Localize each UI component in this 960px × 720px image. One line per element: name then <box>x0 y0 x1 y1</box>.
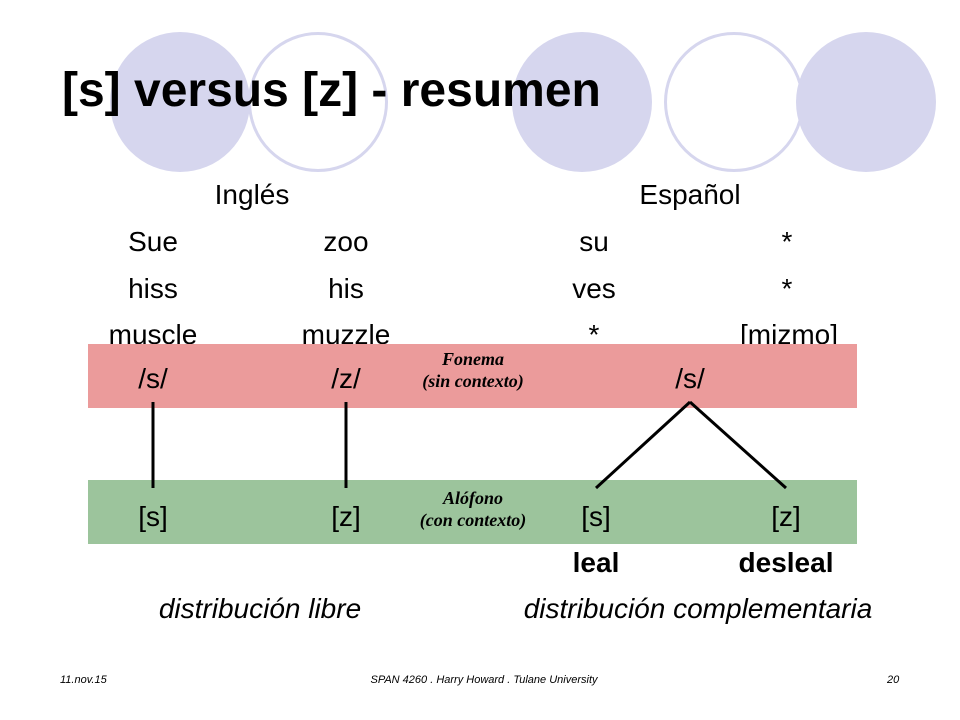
fonema-label: Fonema (sin contexto) <box>422 348 524 392</box>
decorative-circle <box>796 32 936 172</box>
phoneme-z-english: /z/ <box>331 363 361 394</box>
fonema-label-line1: Fonema <box>441 349 504 369</box>
alofono-label-line1: Alófono <box>442 488 504 508</box>
alofono-label: Alófono (con contexto) <box>420 487 526 531</box>
fonema-label-line2: (sin contexto) <box>422 371 524 391</box>
word-cell: * <box>781 273 793 304</box>
header-ingles: Inglés <box>214 179 290 210</box>
footer-page-number: 20 <box>887 674 900 686</box>
allophone-s-english: [s] <box>138 501 168 532</box>
phoneme-s-english: /s/ <box>138 363 168 394</box>
connector-s-spanish-left <box>594 400 692 490</box>
decorative-circle <box>512 32 652 172</box>
decorative-circle <box>110 32 250 172</box>
phoneme-s-spanish: /s/ <box>675 363 705 394</box>
distribution-libre: distribución libre <box>158 593 362 624</box>
footer-course: SPAN 4260 . Harry Howard . Tulane Univer… <box>370 674 598 686</box>
word-cell: his <box>328 273 364 304</box>
word-cell: hiss <box>128 273 178 304</box>
decorative-circle <box>248 32 388 172</box>
distribution-complementaria: distribución complementaria <box>523 593 873 624</box>
example-leal: leal <box>572 547 620 578</box>
word-cell: Sue <box>128 226 178 257</box>
alofono-band <box>88 480 857 544</box>
alofono-label-line2: (con contexto) <box>419 510 527 530</box>
word-cell: ves <box>572 273 616 304</box>
header-espanol: Español <box>639 179 741 210</box>
example-desleal: desleal <box>738 547 834 578</box>
allophone-s-spanish: [s] <box>581 501 611 532</box>
word-cell: * <box>781 226 793 257</box>
word-cell: su <box>579 226 609 257</box>
slide-title: [s] versus [z] - resumen <box>62 64 601 117</box>
footer-date: 11.nov.15 <box>60 674 107 686</box>
allophone-z-spanish: [z] <box>771 501 801 532</box>
allophone-z-english: [z] <box>331 501 361 532</box>
fonema-band <box>88 344 857 408</box>
connector-s-spanish-right <box>688 400 788 490</box>
word-cell: * <box>588 319 600 350</box>
word-cell: zoo <box>323 226 369 257</box>
